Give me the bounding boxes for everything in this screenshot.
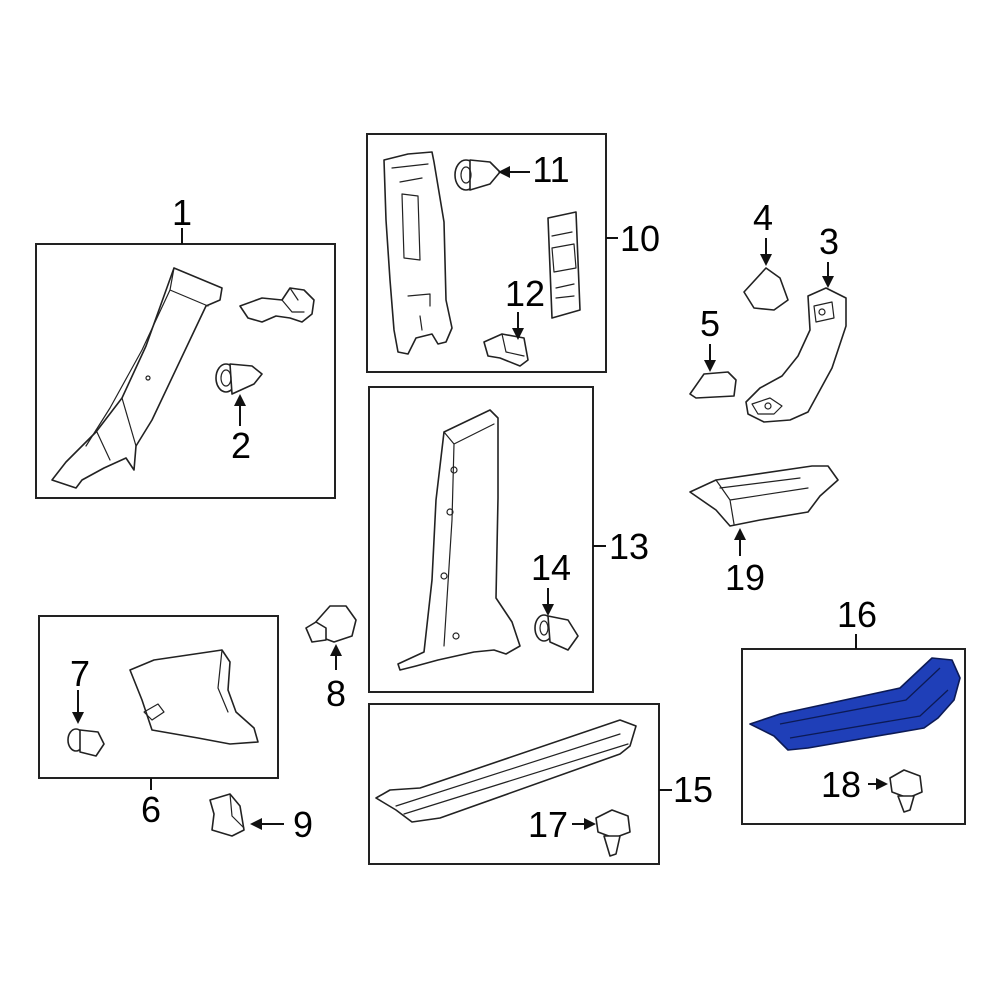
part-5-cap[interactable] <box>689 371 737 399</box>
callout-7: 7 <box>70 653 90 694</box>
callout-19: 19 <box>725 557 765 598</box>
part-15-sill-plate[interactable] <box>375 719 637 823</box>
part-12-bracket[interactable] <box>483 333 529 367</box>
callout-3: 3 <box>819 221 839 262</box>
part-6-kick-panel[interactable] <box>129 649 259 745</box>
part-7-clip[interactable] <box>67 728 105 757</box>
callout-13: 13 <box>609 526 649 567</box>
callout-8: 8 <box>326 673 346 714</box>
group-box-10 <box>366 133 607 373</box>
part-2-clip[interactable] <box>215 363 263 395</box>
callout-4: 4 <box>753 197 773 238</box>
part-8-grommet[interactable] <box>305 605 357 643</box>
part-3-assist-grip[interactable] <box>745 287 847 423</box>
callout-5: 5 <box>700 303 720 344</box>
callout-2: 2 <box>231 425 251 466</box>
group-box-15 <box>368 703 660 865</box>
callout-16: 16 <box>837 594 877 635</box>
part-10-pillar-trim[interactable] <box>383 151 453 355</box>
group-box-6 <box>38 615 279 779</box>
part-16-sill-plate-highlighted[interactable] <box>749 657 961 751</box>
part-4-cap[interactable] <box>743 267 789 311</box>
callout-17: 17 <box>528 804 568 845</box>
callout-1: 1 <box>172 192 192 233</box>
leader-lines <box>72 166 888 830</box>
part-10-switch-panel[interactable] <box>547 211 581 319</box>
part-9-bracket[interactable] <box>209 793 245 837</box>
group-box-1 <box>35 243 336 499</box>
part-13-lower-pillar-trim[interactable] <box>397 409 521 671</box>
part-14-clip[interactable] <box>534 614 579 651</box>
callout-14: 14 <box>531 547 571 588</box>
callout-12: 12 <box>505 273 545 314</box>
part-1-pillar-garnish[interactable] <box>51 267 223 489</box>
part-1-bracket-clip[interactable] <box>239 287 315 323</box>
group-box-16 <box>741 648 966 825</box>
callout-15: 15 <box>673 769 713 810</box>
callout-10: 10 <box>620 218 660 259</box>
callout-labels: 1 2 3 4 5 6 7 8 9 10 11 12 13 14 15 16 1… <box>70 149 877 845</box>
part-11-clip[interactable] <box>454 159 501 191</box>
callout-6: 6 <box>141 789 161 830</box>
callout-18: 18 <box>821 764 861 805</box>
part-18-clip[interactable] <box>889 769 923 813</box>
callout-9: 9 <box>293 804 313 845</box>
group-box-13 <box>368 386 594 693</box>
callout-11: 11 <box>532 149 569 190</box>
part-17-clip[interactable] <box>595 809 631 857</box>
part-19-scuff-plate[interactable] <box>689 465 839 527</box>
